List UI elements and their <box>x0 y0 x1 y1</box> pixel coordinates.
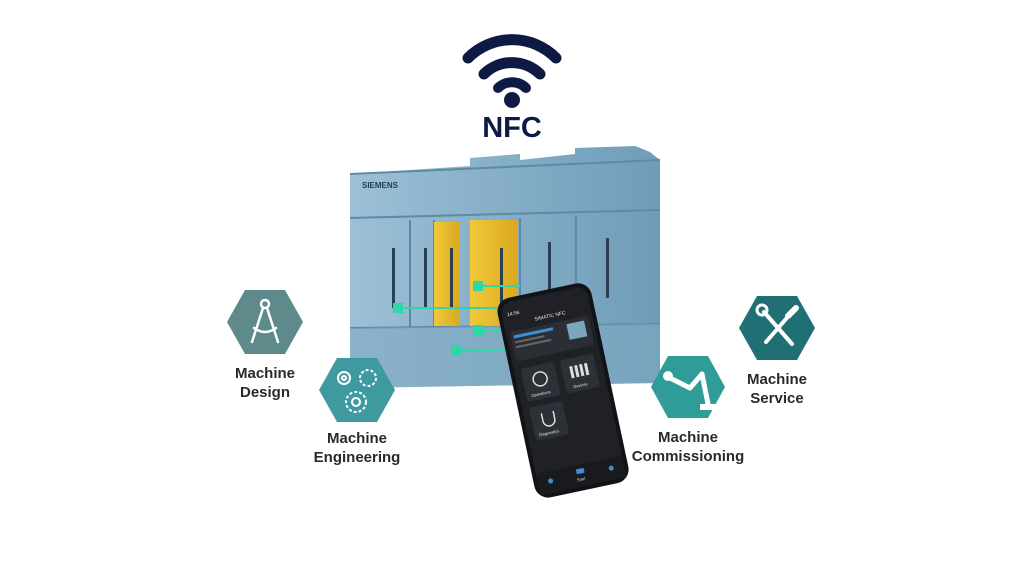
smartphone: 14:56 SIMATIC NFC Operations Devices Dia… <box>497 283 629 498</box>
tile-devices[interactable] <box>560 353 600 394</box>
tile-devices-label: Devices <box>573 381 588 389</box>
phone-nav-start[interactable]: Start <box>576 476 586 483</box>
devices-icon <box>569 362 590 379</box>
tile-diagnostics-label: Diagnostics <box>538 428 559 437</box>
hex-machine-engineering <box>319 358 395 422</box>
nfc-label: NFC <box>482 112 542 144</box>
nfc-connector-lines <box>393 281 520 355</box>
tile-diagnostics[interactable] <box>529 401 569 441</box>
gears-icon <box>337 369 377 413</box>
phone-time: 14:56 <box>507 310 521 319</box>
nfc-wifi-icon <box>462 34 562 108</box>
stethoscope-icon <box>540 410 556 427</box>
operations-icon <box>532 371 548 387</box>
hex-machine-design <box>227 290 303 354</box>
hex-machine-service <box>739 296 815 360</box>
controller-brand: SIEMENS <box>362 181 399 190</box>
tile-operations-label: Operations <box>531 389 551 398</box>
tile-operations[interactable] <box>521 362 561 402</box>
compass-icon <box>250 298 280 344</box>
hex-machine-commissioning <box>651 356 725 418</box>
wrench-screwdriver-icon <box>755 303 799 346</box>
robot-arm-icon <box>663 371 716 410</box>
